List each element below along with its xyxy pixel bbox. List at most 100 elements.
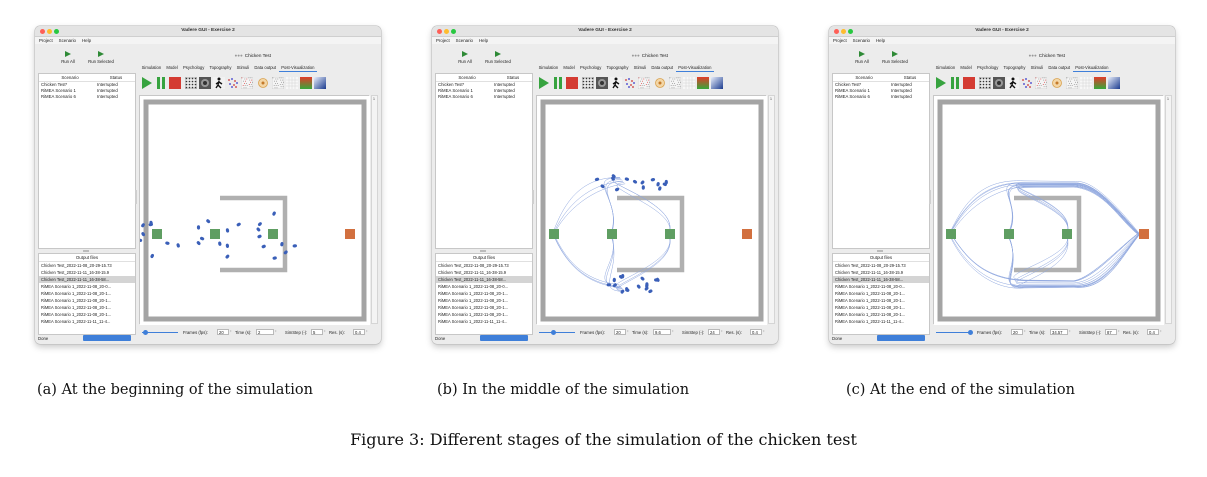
tab-data-output[interactable]: Data output [1048, 65, 1071, 70]
tab-psychology[interactable]: Psychology [182, 65, 205, 70]
list-item[interactable]: RiMEA Scenario 1_2022-11-08_20-1... [41, 305, 112, 310]
time-input[interactable]: 9.6 [653, 329, 671, 335]
list-item[interactable]: Chicken Test_2022-11-11_16-38-58... [436, 276, 532, 283]
frames-input[interactable]: 20 [1011, 329, 1023, 335]
status-column-header[interactable]: Status [109, 75, 123, 80]
table-row[interactable]: Chicken Test*Interrupted [436, 82, 532, 88]
close-window-icon[interactable] [834, 29, 839, 34]
list-item[interactable]: Chicken Test_2022-11-11_16-38-15.9 [438, 270, 507, 275]
split-pane-handle[interactable] [532, 190, 534, 204]
table-row[interactable]: Chicken Test*Interrupted [39, 82, 135, 88]
status-column-header[interactable]: Status [903, 75, 917, 80]
scatter-dots-icon[interactable] [624, 77, 636, 89]
tab-post-visualization[interactable]: Post-Visualization [1072, 65, 1112, 72]
run-all-button[interactable]: Run All [847, 51, 877, 64]
list-item[interactable]: Chicken Test_2022-11-11_16-38-15.9 [835, 270, 904, 275]
list-item[interactable]: RiMEA Scenario 1_2022-11-08_20-1... [438, 291, 509, 296]
scenario-column-header[interactable]: Scenario [61, 75, 79, 80]
list-item[interactable]: RiMEA Scenario 1_2022-11-08_20-1... [438, 298, 509, 303]
list-item[interactable]: RiMEA Scenario 1_2022-11-08_20-0... [438, 284, 509, 289]
gradient-green-red-icon[interactable] [300, 77, 312, 89]
list-item[interactable]: Chicken Test_2022-11-11_16-38-58... [833, 276, 929, 283]
run-selected-button[interactable]: Run Selected [480, 51, 516, 64]
menu-item-help[interactable]: Help [876, 38, 886, 43]
pause-icon[interactable] [155, 77, 167, 89]
tab-psychology[interactable]: Psychology [976, 65, 999, 70]
run-selected-button[interactable]: Run Selected [83, 51, 119, 64]
run-selected-button[interactable]: Run Selected [877, 51, 913, 64]
walking-pedestrian-icon[interactable] [1007, 77, 1019, 89]
tab-simulation[interactable]: Simulation [141, 65, 162, 70]
frames-input[interactable]: 20 [217, 329, 229, 335]
list-item[interactable]: RiMEA Scenario 1_2022-11-08_20-1... [438, 305, 509, 310]
slider-knob[interactable] [968, 330, 974, 335]
list-item[interactable]: RiMEA Scenario 1_2022-11-11_11-4... [835, 319, 905, 324]
close-window-icon[interactable] [40, 29, 45, 34]
list-item[interactable]: RiMEA Scenario 1_2022-11-08_20-1... [438, 312, 509, 317]
pedestrian-grid-icon[interactable] [581, 76, 595, 90]
time-input[interactable]: 34.57 [1050, 329, 1068, 335]
tab-data-output[interactable]: Data output [651, 65, 674, 70]
tab-model[interactable]: Model [563, 65, 575, 70]
tab-psychology[interactable]: Psychology [579, 65, 602, 70]
stepper-icon[interactable]: ↕ [1118, 329, 1120, 333]
simstep-input[interactable]: 87 [1105, 329, 1117, 335]
tab-post-visualization[interactable]: Post-Visualization [675, 65, 715, 72]
minimize-window-icon[interactable] [444, 29, 449, 34]
split-pane-handle[interactable] [480, 250, 486, 252]
gradient-green-red-icon[interactable] [1094, 77, 1106, 89]
list-item[interactable]: RiMEA Scenario 1_2022-11-08_20-0... [41, 284, 112, 289]
stepper-icon[interactable]: ↕ [721, 329, 723, 333]
list-item[interactable]: RiMEA Scenario 1_2022-11-08_20-1... [835, 298, 906, 303]
stepper-icon[interactable]: ↕ [672, 329, 674, 333]
simulation-canvas[interactable] [136, 95, 370, 325]
density-icon[interactable] [199, 77, 211, 89]
vertical-scrollbar[interactable]: 1 [1165, 95, 1172, 324]
menu-item-help[interactable]: Help [479, 38, 489, 43]
simulation-canvas[interactable] [933, 95, 1164, 325]
vertical-scrollbar[interactable]: 1 [768, 95, 775, 324]
noise-icon[interactable] [1034, 76, 1048, 90]
list-item[interactable]: RiMEA Scenario 1_2022-11-08_20-1... [835, 312, 906, 317]
walking-pedestrian-icon[interactable] [610, 77, 622, 89]
pedestrian-grid-icon[interactable] [184, 76, 198, 90]
time-slider[interactable] [539, 332, 575, 333]
tab-topography[interactable]: Topography [1003, 65, 1026, 70]
stop-icon[interactable] [169, 77, 181, 89]
stepper-icon[interactable]: ↕ [1024, 329, 1026, 333]
density-icon[interactable] [596, 77, 608, 89]
list-item[interactable]: Chicken Test_2022-11-08_20-29-15.73 [438, 263, 509, 268]
noise-icon[interactable] [240, 76, 254, 90]
pause-icon[interactable] [552, 77, 564, 89]
tab-data-output[interactable]: Data output [254, 65, 277, 70]
scenario-column-header[interactable]: Scenario [855, 75, 873, 80]
res-input[interactable]: 0.4 [750, 329, 762, 335]
stepper-icon[interactable]: ↕ [324, 329, 326, 333]
tab-model[interactable]: Model [166, 65, 178, 70]
tab-post-visualization[interactable]: Post-Visualization [278, 65, 318, 72]
tab-topography[interactable]: Topography [606, 65, 629, 70]
minimize-window-icon[interactable] [841, 29, 846, 34]
split-pane-handle[interactable] [929, 190, 931, 204]
stop-icon[interactable] [566, 77, 578, 89]
time-slider[interactable] [936, 332, 972, 333]
tab-stimuli[interactable]: Stimuli [1030, 65, 1044, 70]
gradient-blue-icon[interactable] [711, 77, 723, 89]
stepper-icon[interactable]: ↕ [366, 329, 368, 333]
tab-model[interactable]: Model [960, 65, 972, 70]
menu-item-help[interactable]: Help [82, 38, 92, 43]
tab-simulation[interactable]: Simulation [935, 65, 956, 70]
tab-topography[interactable]: Topography [209, 65, 232, 70]
maximize-window-icon[interactable] [848, 29, 853, 34]
pedestrian-grid-icon[interactable] [978, 76, 992, 90]
mesh-icon[interactable] [1080, 77, 1092, 89]
mesh-icon[interactable] [683, 77, 695, 89]
list-item[interactable]: Chicken Test_2022-11-08_20-29-15.73 [41, 263, 112, 268]
gradient-green-red-icon[interactable] [697, 77, 709, 89]
time-slider[interactable] [142, 332, 178, 333]
walking-pedestrian-icon[interactable] [213, 77, 225, 89]
